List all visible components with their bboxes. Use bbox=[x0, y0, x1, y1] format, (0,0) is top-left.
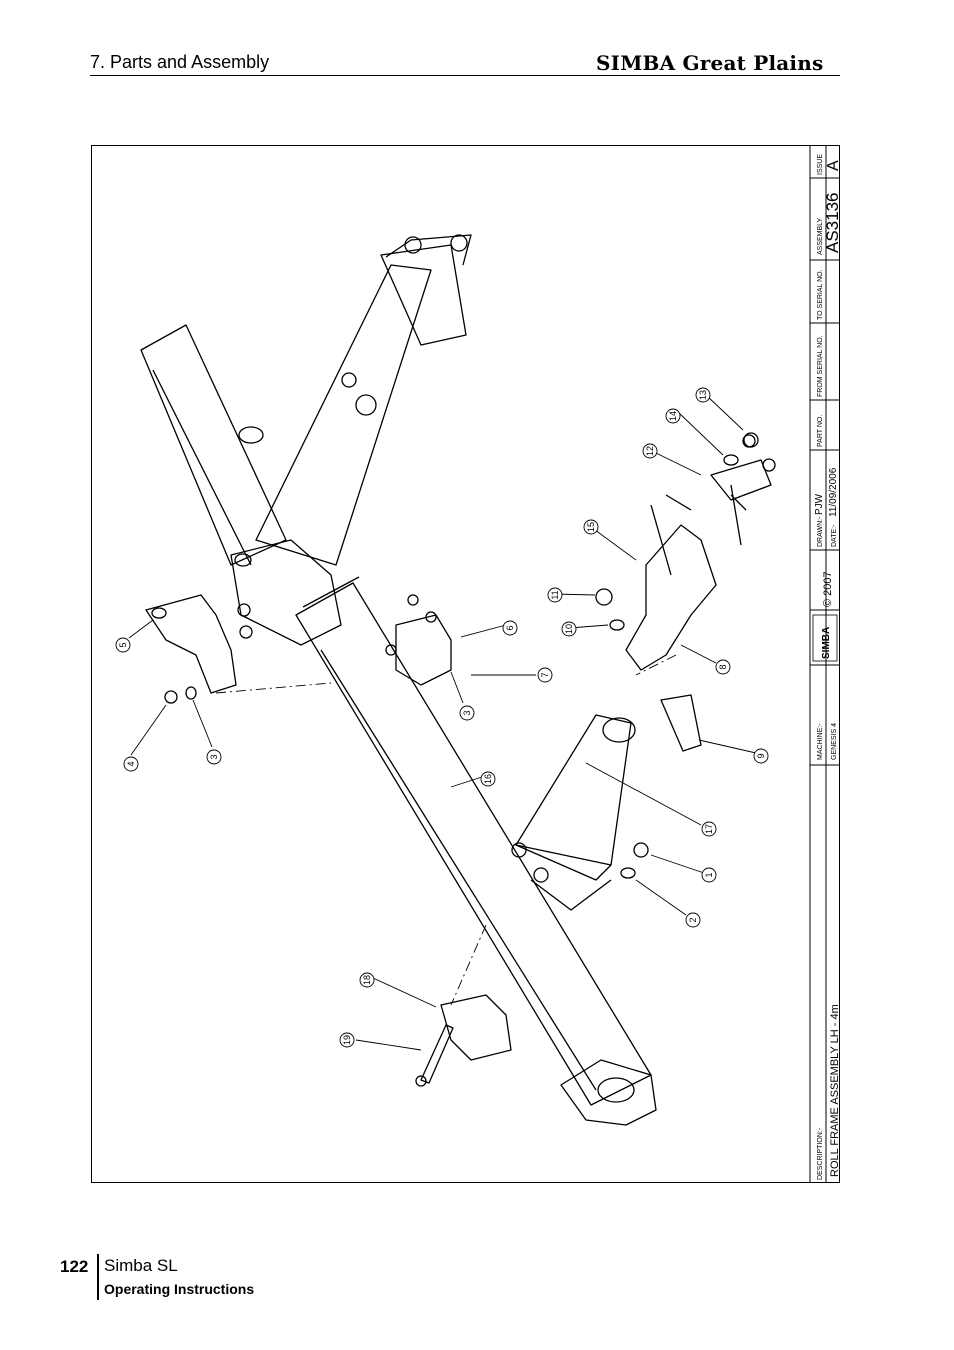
callout-19: 19 bbox=[339, 1032, 355, 1048]
bottom-bracket bbox=[440, 994, 512, 1061]
svg-text:7: 7 bbox=[540, 672, 550, 677]
svg-text:3: 3 bbox=[462, 710, 472, 715]
svg-text:17: 17 bbox=[704, 824, 714, 834]
from-serial-label: FROM SERIAL NO. bbox=[817, 335, 824, 397]
callout-6: 6 bbox=[502, 620, 518, 636]
issue-value: A bbox=[825, 160, 840, 171]
callout-3b: 3 bbox=[459, 705, 475, 721]
callout-11: 11 bbox=[547, 587, 563, 603]
svg-text:15: 15 bbox=[586, 522, 596, 532]
product-name: Simba SL bbox=[104, 1256, 178, 1275]
machine-value: GENESIS 4 bbox=[831, 723, 838, 760]
doc-type: Operating Instructions bbox=[104, 1281, 255, 1297]
section-title: 7. Parts and Assembly bbox=[90, 52, 270, 72]
callout-7: 7 bbox=[537, 667, 553, 683]
drawn-value: PJW bbox=[814, 493, 825, 515]
callout-17: 17 bbox=[701, 821, 717, 837]
nut-1 bbox=[633, 842, 649, 858]
title-block: ISSUE ASSEMBLY TO SERIAL NO. FROM SERIAL… bbox=[809, 145, 840, 1183]
svg-text:18: 18 bbox=[362, 975, 372, 985]
svg-text:16: 16 bbox=[483, 774, 493, 784]
svg-text:8: 8 bbox=[718, 664, 728, 669]
right-bracket bbox=[625, 524, 717, 671]
callouts: 1 2 3 3 4 5 6 7 8 9 10 11 12 13 14 15 16… bbox=[115, 387, 769, 1048]
callout-14: 14 bbox=[665, 408, 681, 424]
svg-text:12: 12 bbox=[645, 446, 655, 456]
header-rule bbox=[90, 75, 840, 76]
logo-text: SIMBA bbox=[821, 627, 832, 659]
svg-text:11: 11 bbox=[550, 590, 560, 599]
svg-text:9: 9 bbox=[756, 753, 766, 758]
drawing-frame bbox=[91, 145, 840, 1183]
callout-15: 15 bbox=[583, 519, 599, 535]
diagonal-arm bbox=[255, 264, 432, 566]
callout-18: 18 bbox=[359, 972, 375, 988]
description-value: ROLL FRAME ASSEMBLY LH - 4m bbox=[829, 1004, 840, 1177]
svg-text:19: 19 bbox=[342, 1035, 352, 1045]
lower-arm bbox=[515, 714, 632, 866]
callout-4: 4 bbox=[123, 756, 139, 772]
copyright: © 2007 bbox=[822, 571, 834, 607]
drawing-lines bbox=[140, 234, 776, 1126]
svg-text:5: 5 bbox=[118, 642, 128, 647]
nut-4 bbox=[164, 690, 178, 704]
date-value: 11/09/2006 bbox=[828, 467, 839, 517]
callout-3: 3 bbox=[206, 749, 222, 765]
part-no-label: PART NO. bbox=[817, 415, 824, 447]
callout-9: 9 bbox=[753, 748, 769, 764]
callout-1: 1 bbox=[701, 867, 717, 883]
bolt-9 bbox=[660, 694, 702, 752]
washer-10 bbox=[609, 619, 625, 631]
description-label: DESCRIPTION:- bbox=[817, 1127, 824, 1180]
svg-text:2: 2 bbox=[688, 917, 698, 922]
svg-text:1: 1 bbox=[704, 872, 714, 877]
date-label: DATE:- bbox=[831, 524, 838, 547]
machine-label: MACHINE:- bbox=[817, 723, 824, 760]
svg-text:14: 14 bbox=[668, 411, 678, 421]
footer-divider bbox=[97, 1254, 99, 1300]
simba-logo-icon bbox=[812, 614, 838, 662]
issue-label: ISSUE bbox=[817, 154, 824, 175]
assembly-value: AS3136 bbox=[823, 193, 840, 254]
washer-14 bbox=[723, 454, 739, 466]
callout-5: 5 bbox=[115, 637, 131, 653]
callout-13: 13 bbox=[695, 387, 711, 403]
callout-10: 10 bbox=[561, 621, 577, 637]
svg-text:13: 13 bbox=[698, 390, 708, 400]
assembly-drawing: 1 2 3 3 4 5 6 7 8 9 10 11 12 13 14 15 16… bbox=[115, 145, 840, 1183]
drawn-label: DRAWN:- bbox=[817, 516, 824, 547]
hex-nut-icon bbox=[404, 236, 422, 254]
callout-12: 12 bbox=[642, 443, 658, 459]
svg-text:3: 3 bbox=[209, 754, 219, 759]
brand-logo: SIMBA Great Plains bbox=[596, 51, 824, 75]
small-bracket bbox=[395, 614, 452, 686]
callout-2: 2 bbox=[685, 912, 701, 928]
svg-text:4: 4 bbox=[126, 761, 136, 766]
upper-beam bbox=[140, 324, 287, 566]
to-serial-label: TO SERIAL NO. bbox=[817, 269, 824, 320]
bolt-19 bbox=[420, 1024, 454, 1084]
main-beam bbox=[295, 582, 652, 1106]
hex-nut-icon bbox=[450, 234, 468, 252]
callout-8: 8 bbox=[715, 659, 731, 675]
nut-11 bbox=[595, 588, 613, 606]
callout-16: 16 bbox=[480, 771, 496, 787]
left-bracket bbox=[145, 594, 237, 694]
washer-2 bbox=[620, 867, 636, 879]
washer-3 bbox=[185, 686, 197, 700]
nut-13 bbox=[743, 432, 759, 448]
page-number: 122 bbox=[60, 1257, 89, 1276]
assembly-label: ASSEMBLY bbox=[817, 217, 824, 255]
beam-end-plate bbox=[560, 1059, 657, 1126]
svg-text:10: 10 bbox=[564, 624, 574, 634]
svg-text:6: 6 bbox=[505, 625, 515, 630]
